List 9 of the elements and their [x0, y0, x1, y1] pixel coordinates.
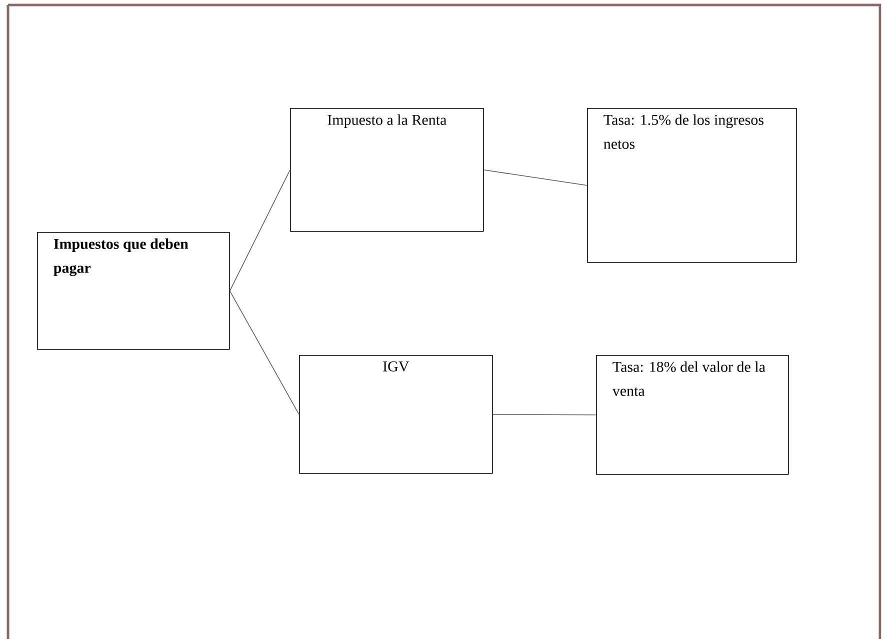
- connector-line: [492, 414, 596, 416]
- text-box: Impuesto a la Renta: [290, 108, 484, 232]
- text-box: Tasa: 1.5% de los ingresos netos: [587, 108, 797, 263]
- connector-line: [483, 170, 588, 186]
- text-box: Tasa: 18% del valor de la venta: [596, 355, 789, 475]
- connector-line: [229, 170, 290, 292]
- text-box: IGV: [299, 355, 493, 474]
- text-box: Impuestos que deben pagar: [37, 232, 230, 350]
- connector-line: [229, 290, 300, 415]
